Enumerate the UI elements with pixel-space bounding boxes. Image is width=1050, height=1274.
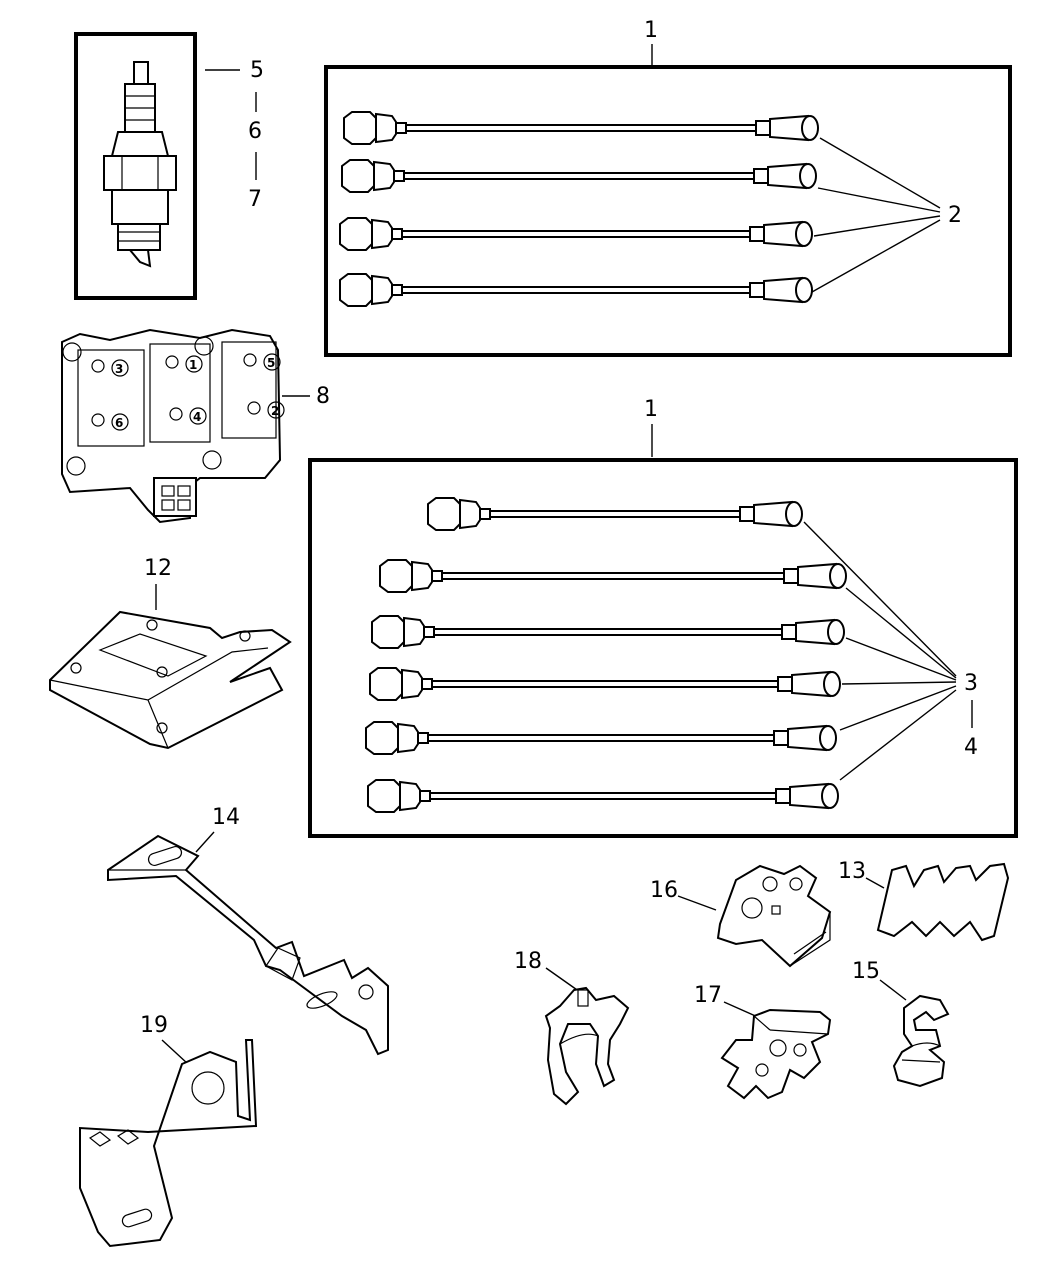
callout-18: 18 [514, 949, 542, 974]
wire-separator-clip-17 [720, 1008, 832, 1100]
callout-16: 16 [650, 878, 678, 903]
ignition-wire [365, 721, 837, 755]
wire-set-6cyl [365, 497, 847, 813]
ignition-coil-pack: 3 1 5 6 4 2 [61, 328, 285, 524]
coil-terminal-number: 2 [271, 404, 279, 418]
callout-13: 13 [838, 859, 866, 884]
coil-terminal-marker [185, 355, 203, 373]
ignition-wire [339, 273, 813, 307]
coil-terminal-marker [263, 353, 281, 371]
ignition-wire [369, 667, 841, 701]
coil-terminal-marker [111, 413, 129, 431]
callout-4: 4 [964, 735, 978, 760]
coil-terminal-number: 6 [115, 416, 123, 430]
coil-terminal-number: 3 [115, 362, 123, 376]
coil-terminal-post [169, 407, 183, 421]
callout-12: 12 [144, 556, 172, 581]
coil-terminal-post [91, 359, 105, 373]
callout-15: 15 [852, 959, 880, 984]
ignition-wire [379, 559, 847, 593]
support-bracket [79, 1039, 258, 1248]
ignition-wire [343, 111, 819, 145]
callout-3: 3 [964, 671, 978, 696]
callout-14: 14 [212, 805, 240, 830]
callout-19: 19 [140, 1013, 168, 1038]
callout-1-bottom: 1 [644, 397, 658, 422]
callout-2: 2 [948, 203, 962, 228]
coil-terminal-number: 4 [193, 410, 201, 424]
coil-terminal-post [243, 353, 257, 367]
ignition-wire [427, 497, 803, 531]
coil-terminal-marker [189, 407, 207, 425]
wire-set-6cyl-frame [308, 458, 1018, 838]
coil-mounting-bracket [49, 610, 292, 750]
wire-routing-bracket [107, 834, 389, 1056]
callout-17: 17 [694, 983, 722, 1008]
callout-5: 5 [250, 58, 264, 83]
wire-loom-clip-18 [544, 986, 630, 1106]
coil-terminal-post [165, 355, 179, 369]
callout-8: 8 [316, 384, 330, 409]
wire-set-4cyl-frame [324, 65, 1012, 357]
spark-plug [74, 32, 197, 300]
wire-separator-clip-13 [876, 862, 1010, 942]
ignition-wire [371, 615, 845, 649]
callout-1-top: 1 [644, 18, 658, 43]
ignition-wire [367, 779, 839, 813]
ignition-wire [339, 217, 813, 251]
coil-terminal-number: 1 [189, 358, 197, 372]
coil-terminal-marker [267, 401, 285, 419]
wire-set-4cyl [339, 111, 819, 307]
callout-6: 6 [248, 119, 262, 144]
wire-separator-clip-16 [716, 864, 832, 968]
coil-terminal-marker [111, 359, 129, 377]
coil-terminal-post [247, 401, 261, 415]
coil-terminal-post [91, 413, 105, 427]
callout-7: 7 [248, 187, 262, 212]
coil-terminal-number: 5 [267, 356, 275, 370]
wire-clip-15 [892, 994, 950, 1088]
coil-terminals: 3 1 5 6 4 2 [91, 353, 285, 431]
ignition-wire [341, 159, 817, 193]
